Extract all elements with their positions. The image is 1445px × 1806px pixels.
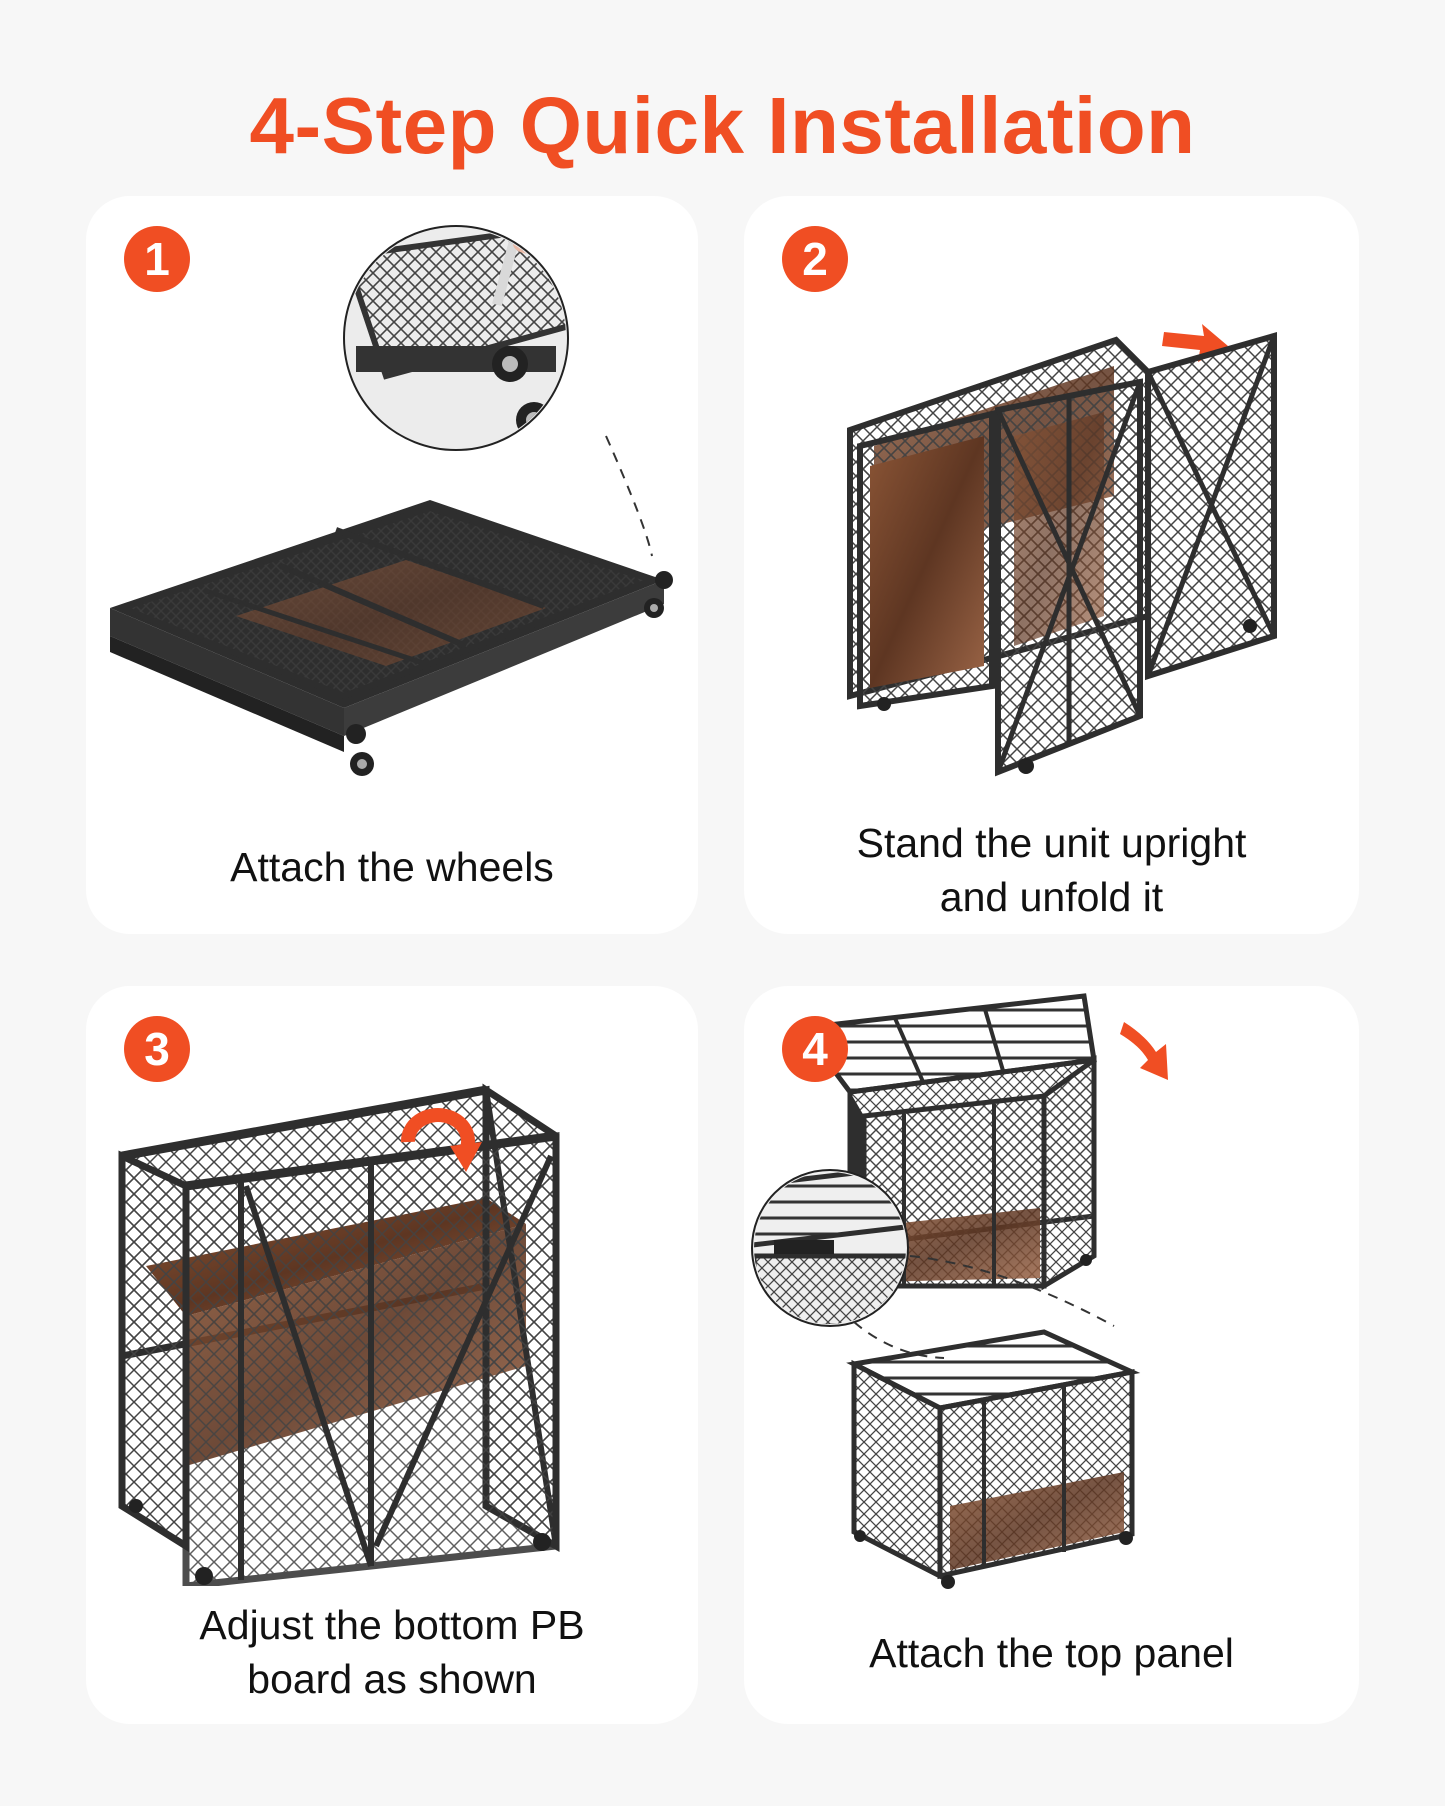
folded-cart-icon — [110, 500, 673, 776]
step-1-illustration — [110, 225, 673, 776]
arrow-down-right-icon — [1120, 1022, 1168, 1080]
step-4-illustration — [751, 993, 1168, 1589]
step-number-badge: 2 — [782, 226, 848, 292]
step-caption: Adjust the bottom PB board as shown — [199, 1602, 585, 1702]
step-card-2: 2 Stand the unit upright and unfold it — [744, 196, 1359, 934]
step-card-4: 4 Attach the top panel — [744, 986, 1359, 1724]
cart-open-lid-icon — [797, 993, 1097, 1296]
step-caption: Attach the top panel — [869, 1630, 1234, 1676]
page-title: 4-Step Quick Installation — [249, 81, 1196, 170]
cart-closed-lid-icon — [846, 1329, 1141, 1589]
step-number-badge: 1 — [124, 226, 190, 292]
assembled-cart-icon — [118, 1083, 560, 1586]
unfolding-cart-icon — [847, 332, 1277, 777]
step-card-3: 3 Adjust the bottom PB board as shown — [86, 986, 698, 1724]
wheel-detail-icon — [343, 225, 569, 451]
step-number-badge: 4 — [782, 1016, 848, 1082]
step-3-illustration — [118, 1083, 560, 1586]
step-card-1: 1 Attach the wheels — [86, 196, 698, 934]
step-caption: Attach the wheels — [230, 844, 554, 890]
rotate-arrow-icon — [401, 1108, 482, 1172]
step-number-badge: 3 — [124, 1016, 190, 1082]
step-caption: Stand the unit upright and unfold it — [856, 820, 1247, 920]
step-2-illustration — [847, 324, 1277, 777]
